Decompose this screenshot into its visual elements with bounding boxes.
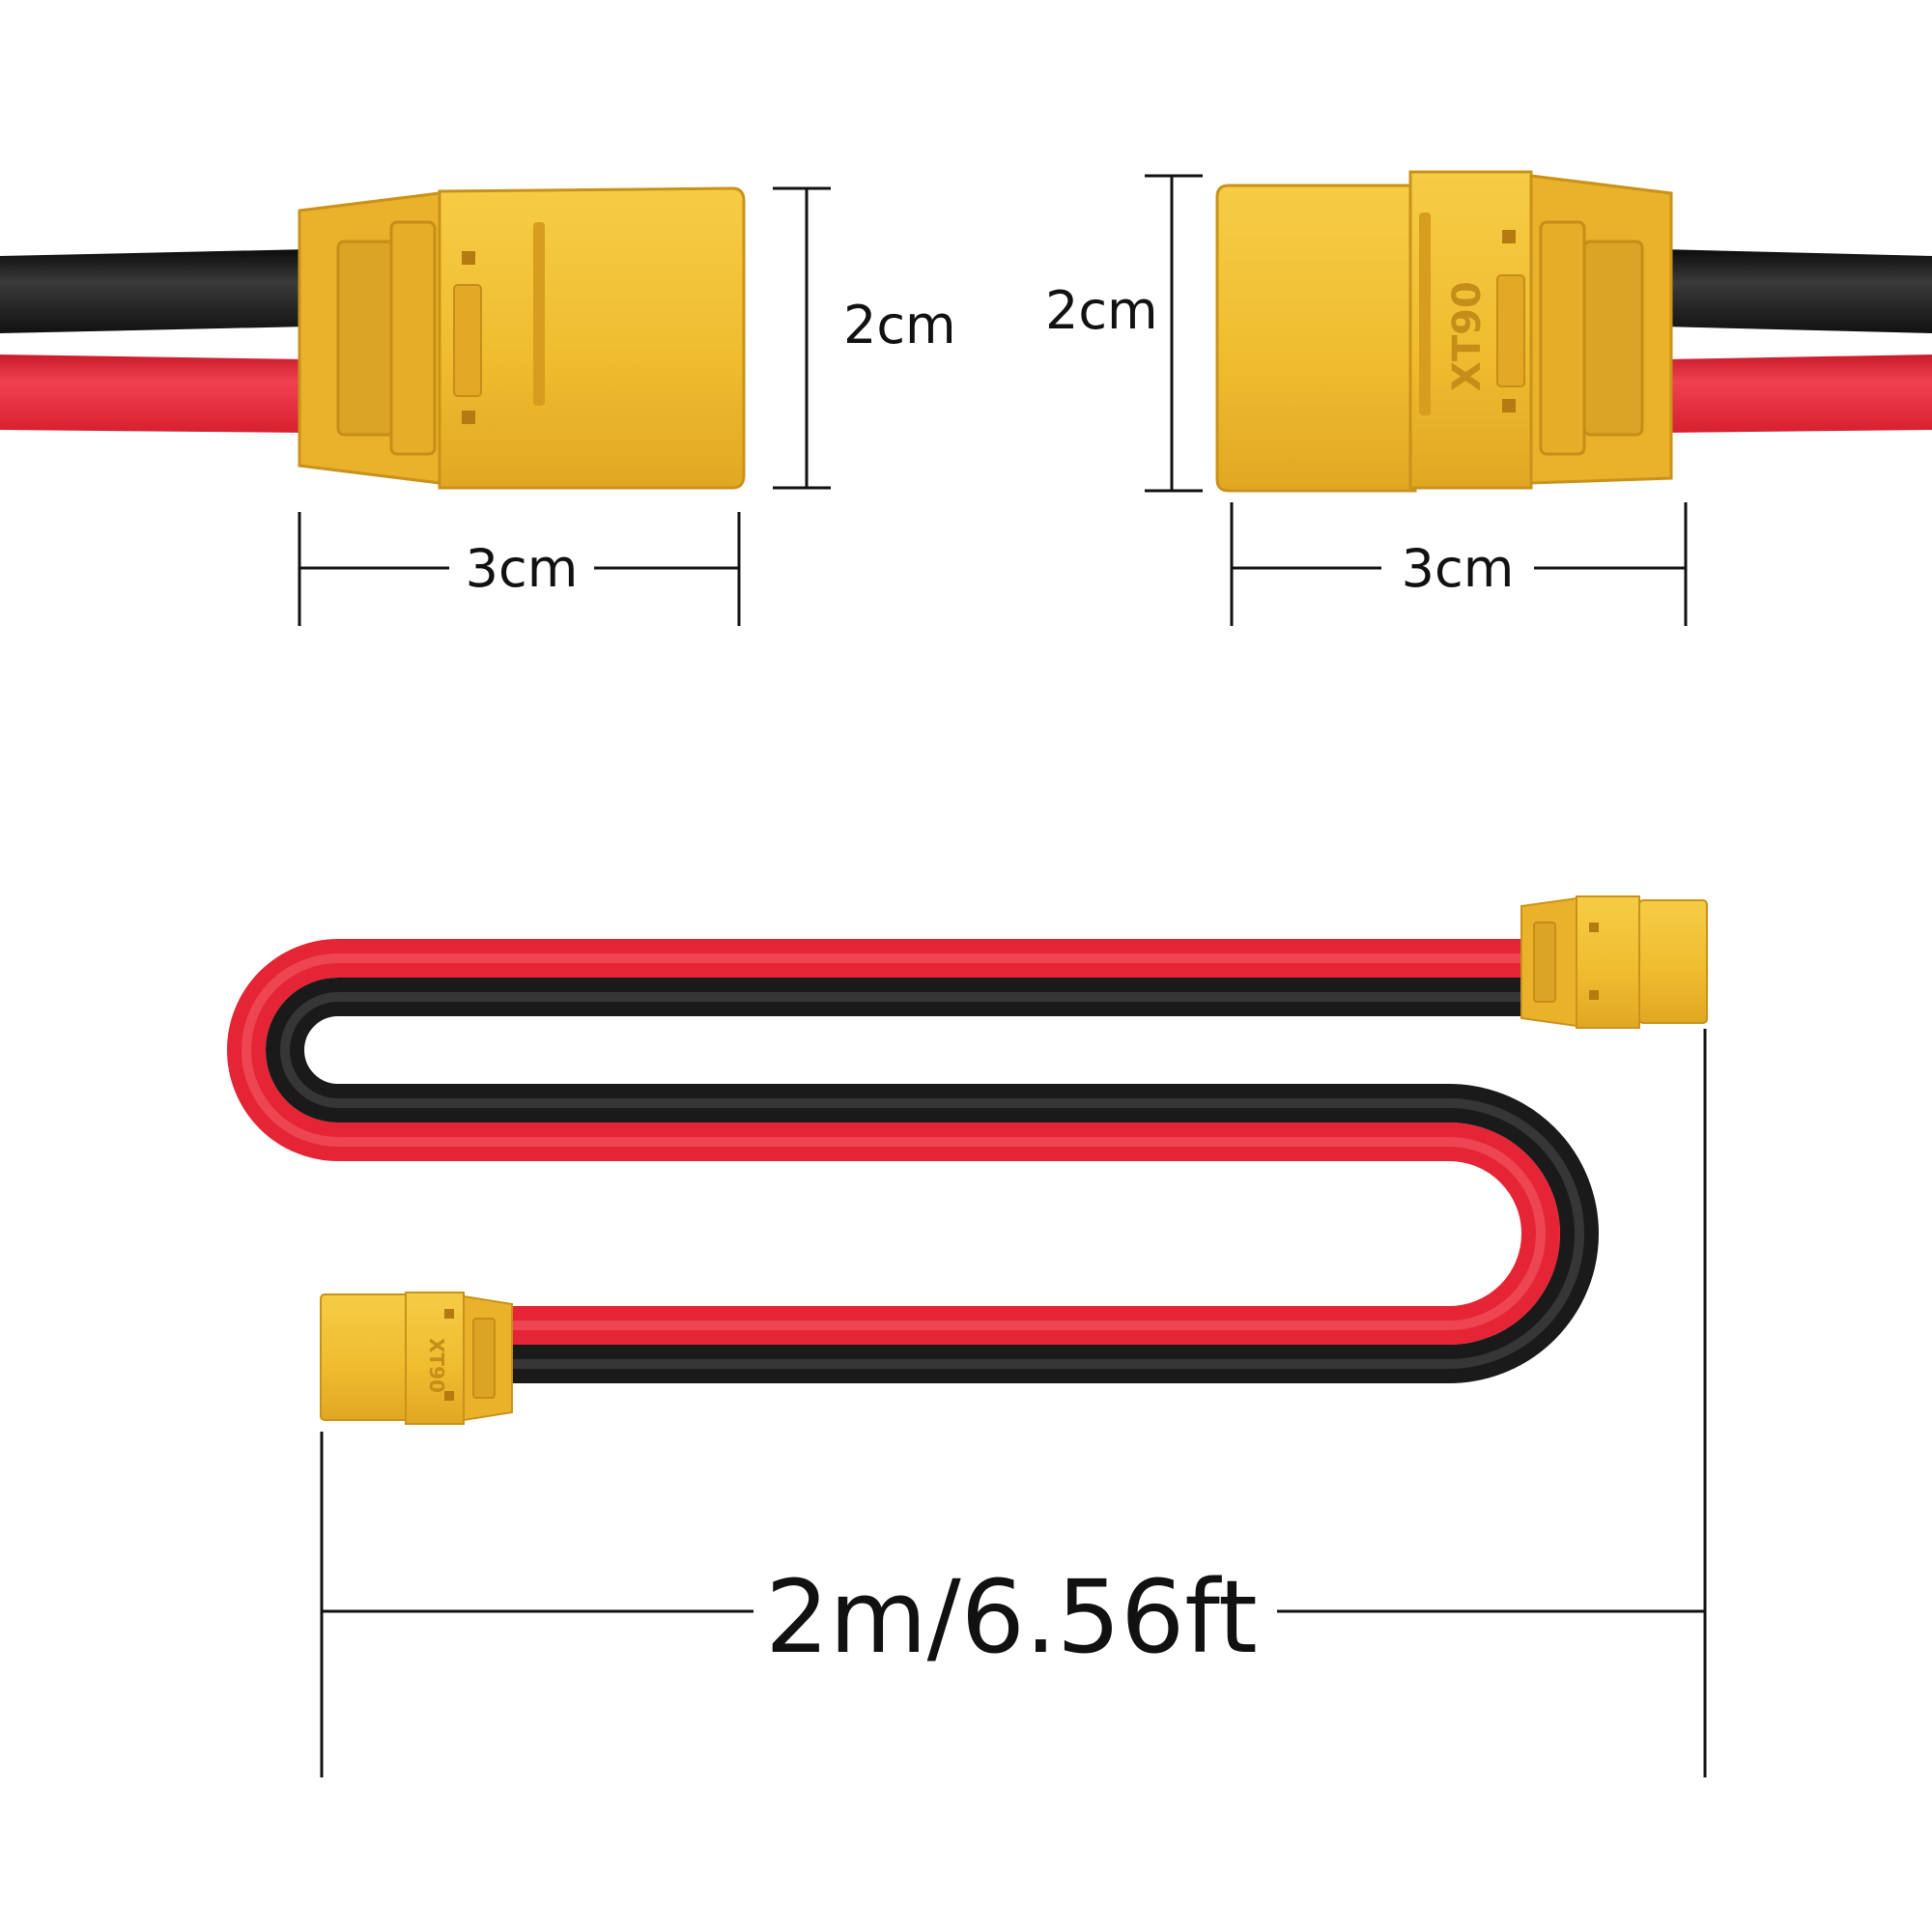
top-left-connector-body [438, 186, 746, 490]
cable-left-brand-label: XT90 [425, 1338, 448, 1393]
top-left-width-label: 3cm [466, 538, 579, 599]
top-right-brand-label: XT90 [1445, 281, 1490, 391]
top-right-height-dimension: 2cm [1045, 174, 1203, 493]
top-left-height-dimension: 2cm [773, 186, 956, 490]
top-right-connector-view: XT90 [1215, 170, 1932, 493]
top-left-height-label: 2cm [843, 295, 956, 355]
top-left-red-wire [0, 355, 309, 433]
top-left-black-wire [0, 249, 309, 333]
top-right-width-label: 3cm [1402, 538, 1515, 599]
top-right-red-wire [1662, 355, 1932, 433]
cable-left-connector: XT90 [320, 1292, 513, 1425]
top-right-black-wire [1662, 249, 1932, 333]
top-right-height-label: 2cm [1045, 280, 1158, 341]
top-right-connector-plug [1215, 184, 1417, 493]
cable-length-dimension: 2m/6.56ft [320, 1029, 1707, 1777]
top-right-width-dimension: 3cm [1230, 502, 1688, 626]
top-left-connector-view [0, 186, 746, 490]
cable-length-label: 2m/6.56ft [765, 1558, 1258, 1676]
full-cable-view: XT90 [227, 895, 1708, 1425]
cable-right-connector [1520, 895, 1708, 1029]
top-left-width-dimension: 3cm [298, 512, 741, 626]
top-right-connector-body [1408, 170, 1533, 490]
